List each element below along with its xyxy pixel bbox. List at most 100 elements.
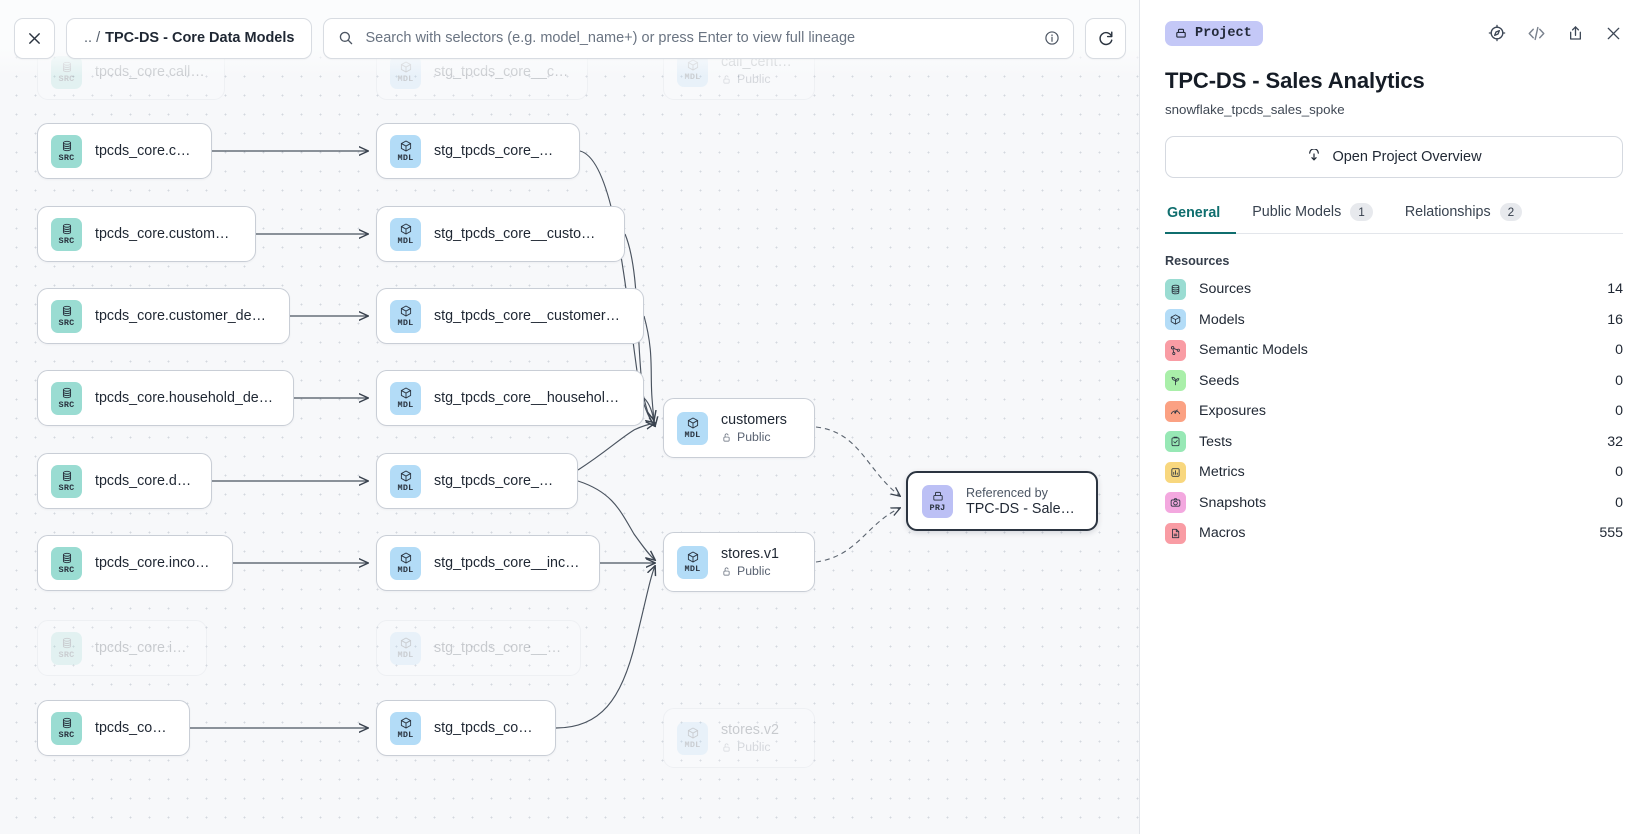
node-name: customers [721, 412, 787, 428]
close-canvas-button[interactable] [14, 17, 55, 59]
node-name: stg_tpcds_core__household_demogr… [434, 390, 625, 406]
tab-general[interactable]: General [1165, 205, 1237, 234]
graph-node[interactable]: MDL stg_tpcds_core__household_demogr… [376, 370, 644, 426]
breadcrumb-current: TPC-DS - Core Data Models [105, 30, 295, 46]
project-icon [1176, 28, 1186, 38]
badge-type-label: MDL [397, 483, 414, 493]
code-icon[interactable] [1526, 23, 1547, 44]
graph-node[interactable]: SRC tpcds_core.date_dim [37, 453, 212, 509]
node-name: tpcds_core.customer_demographics [95, 308, 271, 324]
search-bar[interactable] [323, 17, 1074, 59]
node-visibility-badge: Public [721, 430, 787, 444]
cube-icon [686, 726, 700, 740]
cube-icon [399, 469, 413, 483]
sprout-icon [1165, 370, 1186, 392]
badge-type-label: MDL [397, 400, 414, 410]
src-badge-icon: SRC [51, 217, 82, 251]
info-icon[interactable] [1044, 30, 1060, 46]
graph-node[interactable]: MDL stg_tpcds_core__income_band [376, 535, 600, 591]
cube-icon [399, 716, 413, 730]
open-project-overview-button[interactable]: Open Project Overview [1165, 136, 1623, 178]
node-text: stg_tpcds_core__store [434, 720, 537, 736]
breadcrumb[interactable]: .. / TPC-DS - Core Data Models [66, 17, 313, 59]
node-text: stg_tpcds_core__income_band [434, 555, 581, 571]
src-badge-icon: SRC [51, 381, 82, 415]
resource-count: 0 [1615, 403, 1623, 420]
page-title: TPC-DS - Sales Analytics [1165, 68, 1425, 93]
node-name: tpcds_core.customer [95, 143, 193, 159]
project-icon [931, 489, 945, 503]
node-visibility-label: Public [737, 740, 771, 754]
src-badge-icon: SRC [51, 464, 82, 498]
prj-badge-icon: PRJ [922, 484, 953, 518]
resource-name: Exposures [1199, 403, 1267, 420]
graph-node[interactable]: MDL stg_tpcds_core__customer_address [376, 206, 625, 262]
node-text: stg_tpcds_core__customer_address [434, 226, 606, 242]
resource-count: 32 [1607, 433, 1623, 450]
graph-node[interactable]: MDLstg_tpcds_core__customer_demogra… [376, 288, 644, 344]
project-identifier: snowflake_tpcds_sales_spoke [1165, 102, 1345, 117]
compass-icon[interactable] [1487, 23, 1507, 43]
breadcrumb-parent[interactable]: .. / [84, 30, 101, 46]
close-panel-icon[interactable] [1604, 24, 1623, 43]
lineage-canvas[interactable]: SRCtpcds_core.call_centerMDLstg_tpcds_co… [0, 0, 1140, 834]
mdl-badge-icon: MDL [677, 411, 708, 445]
badge-type-label: MDL [397, 318, 414, 328]
node-name: tpcds_core.inventory [95, 640, 188, 656]
node-name: tpcds_core.date_dim [95, 473, 193, 489]
badge-type-label: SRC [58, 153, 75, 163]
resource-row-exposures[interactable]: Exposures 0 [1165, 396, 1623, 427]
database-icon [60, 469, 74, 483]
node-visibility-badge: Public [721, 564, 779, 578]
tab-label: Public Models [1252, 204, 1342, 220]
badge-type-label: MDL [397, 236, 414, 246]
panel-actions [1487, 23, 1623, 44]
refresh-button[interactable] [1085, 17, 1126, 59]
resource-count: 0 [1615, 342, 1623, 359]
database-icon [1165, 278, 1186, 300]
mdl-badge-icon: MDL [390, 631, 421, 665]
cube-icon [399, 139, 413, 153]
cube-icon [686, 550, 700, 564]
node-text: tpcds_core.customer_demographics [95, 308, 271, 324]
database-icon [60, 304, 74, 318]
resource-name: Snapshots [1199, 494, 1267, 511]
tab-label: Relationships [1404, 204, 1491, 220]
graph-node[interactable]: SRC tpcds_core.customer [37, 123, 212, 179]
mdl-badge-icon: MDL [390, 217, 421, 251]
src-badge-icon: SRC [51, 134, 82, 168]
node-name: stores.v2 [721, 722, 780, 738]
search-input[interactable] [365, 30, 1033, 46]
badge-type-label: MDL [397, 565, 414, 575]
panel-header: Project [1165, 0, 1623, 56]
share-icon[interactable] [1566, 24, 1585, 43]
node-text: tpcds_core.inventory [95, 640, 188, 656]
resource-type-chip[interactable]: Project [1165, 20, 1263, 46]
mdl-badge-icon: MDL [390, 134, 421, 168]
